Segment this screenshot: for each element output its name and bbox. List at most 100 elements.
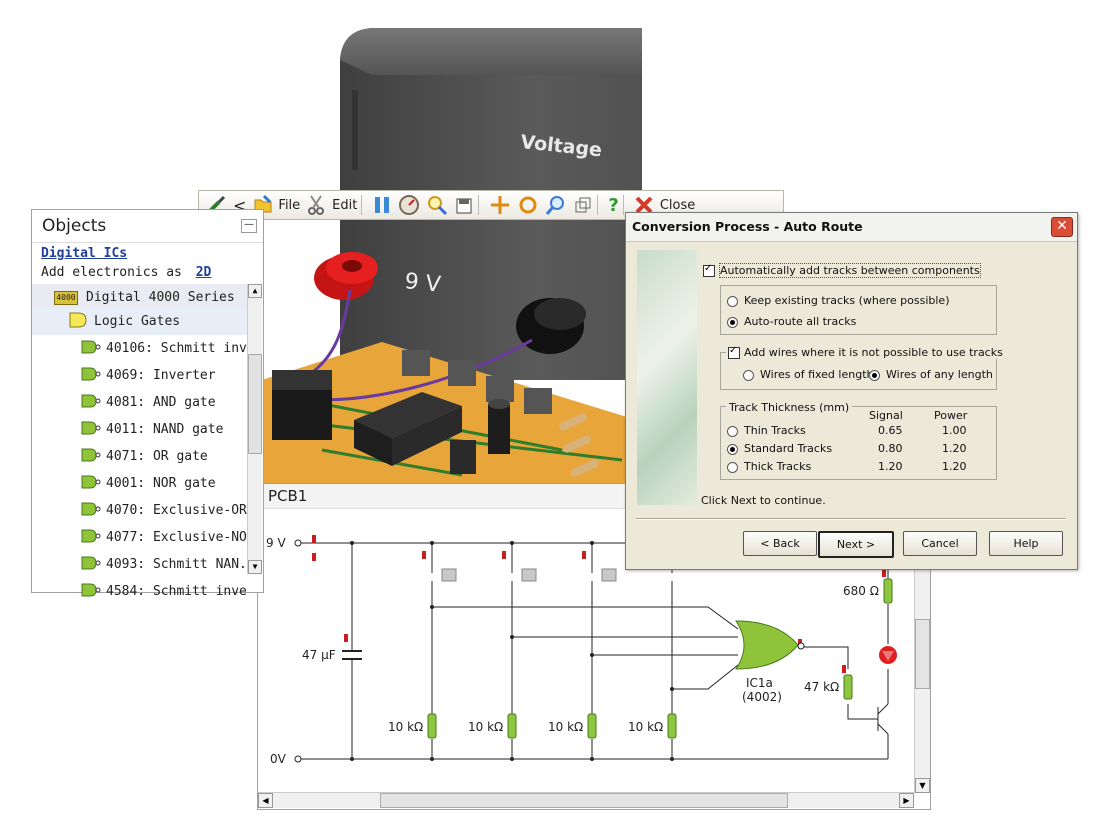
ground-label: 0V (270, 752, 287, 766)
dialog-divider (636, 518, 1066, 520)
push-button-3 (486, 376, 514, 402)
thickness-group (720, 406, 997, 480)
list-item[interactable]: 40106: Schmitt inv... (32, 335, 248, 362)
section-title-digital-ics[interactable]: Digital ICs (41, 246, 128, 261)
any-length-option[interactable]: Wires of any length (869, 368, 993, 381)
list-item[interactable]: 4071: OR gate (32, 443, 248, 470)
close-icon (635, 196, 653, 214)
objects-title: Objects (42, 216, 107, 236)
thickness-radio[interactable] (727, 425, 738, 437)
move-icon[interactable] (489, 193, 511, 217)
gate-label: 4093: Schmitt NAN... (106, 557, 248, 572)
auto-add-label: Automatically add tracks between compone… (719, 263, 981, 278)
dialog-close-button[interactable]: ✕ (1051, 217, 1073, 237)
scroll-down-icon[interactable]: ▼ (915, 778, 930, 793)
meter-icon[interactable] (398, 193, 420, 217)
edit-button[interactable]: Edit (306, 193, 357, 217)
toolbar-divider (478, 195, 480, 215)
category-label: Logic Gates (94, 314, 181, 329)
thickness-radio[interactable] (727, 443, 738, 455)
r-led-label: 680 Ω (843, 584, 879, 598)
scroll-up-icon[interactable]: ▲ (248, 284, 262, 298)
add-as-row: Add electronics as 2D (41, 265, 211, 280)
r1-label: 10 kΩ (388, 720, 423, 734)
tree-item-logic-gates[interactable]: Logic Gates (32, 308, 248, 335)
add-wires-row[interactable]: Add wires where it is not possible to us… (726, 345, 1005, 359)
auto-add-checkbox[interactable] (703, 263, 715, 277)
pcb-vertical-scrollbar[interactable]: ▼ (914, 509, 930, 793)
rotate-icon[interactable] (517, 193, 539, 217)
col-signal: Signal (869, 409, 903, 422)
tree-item-digital-4000-series[interactable]: 4000 Digital 4000 Series (32, 284, 248, 311)
logic-gate-icon (66, 310, 90, 334)
logic-gate-icon (78, 472, 102, 496)
toolbar-divider (622, 195, 624, 215)
pcb-horizontal-scrollbar[interactable]: ◀ ▶ (258, 792, 914, 808)
chip-icon: 4000 (54, 290, 78, 305)
schematic-canvas[interactable]: 9 V 0V 47 µF 10 kΩ 10 kΩ 10 kΩ 10 kΩ 680… (258, 509, 916, 791)
minimize-button[interactable]: — (241, 219, 257, 233)
edit-label: Edit (332, 197, 358, 213)
scroll-right-icon[interactable]: ▶ (899, 793, 914, 808)
pcb-vscroll-thumb[interactable] (915, 619, 930, 689)
save-icon[interactable] (454, 193, 474, 217)
help-button[interactable]: Help (989, 531, 1063, 556)
close-button[interactable]: Close (634, 193, 695, 217)
pcb-hscroll-thumb[interactable] (380, 793, 788, 808)
list-item[interactable]: 4077: Exclusive-NO... (32, 524, 248, 551)
add-as-2d-link[interactable]: 2D (195, 265, 212, 280)
list-item[interactable]: 4070: Exclusive-OR... (32, 497, 248, 524)
logic-gate-icon (78, 337, 102, 361)
gate-label: 40106: Schmitt inv... (106, 341, 248, 356)
keep-existing-option[interactable]: Keep existing tracks (where possible) (727, 294, 950, 307)
fixed-length-option[interactable]: Wires of fixed length (743, 368, 873, 381)
fixed-length-radio[interactable] (743, 369, 754, 381)
list-item[interactable]: 4001: NOR gate (32, 470, 248, 497)
auto-route-radio[interactable] (727, 316, 738, 328)
thickness-option[interactable]: Standard Tracks (727, 442, 832, 455)
logic-gate-icon (78, 580, 102, 604)
nor-gate-ic1a (735, 620, 799, 670)
thickness-radio[interactable] (727, 461, 738, 473)
auto-route-dialog: Conversion Process - Auto Route ✕ Automa… (625, 212, 1078, 570)
list-item[interactable]: 4069: Inverter (32, 362, 248, 389)
auto-add-row[interactable]: Automatically add tracks between compone… (703, 263, 981, 278)
resistor-10k-3 (587, 713, 597, 739)
cube-icon[interactable] (573, 193, 593, 217)
next-button[interactable]: Next > (818, 531, 894, 558)
add-wires-checkbox[interactable] (728, 345, 740, 359)
led (879, 646, 897, 664)
keep-existing-radio[interactable] (727, 295, 738, 307)
logic-gate-icon (78, 445, 102, 469)
fixed-length-label: Wires of fixed length (760, 368, 874, 381)
toolbar-divider (361, 195, 363, 215)
scroll-thumb[interactable] (248, 354, 262, 454)
board-3d-illustration: Voltage 9 V (262, 28, 642, 490)
list-item[interactable]: 4093: Schmitt NAN... (32, 551, 248, 578)
list-item[interactable]: 4584: Schmitt inve... (32, 578, 248, 605)
list-item[interactable]: 4011: NAND gate (32, 416, 248, 443)
search-icon[interactable] (545, 193, 567, 217)
cancel-button[interactable]: Cancel (903, 531, 977, 556)
list-item[interactable]: 4081: AND gate (32, 389, 248, 416)
scroll-down-icon[interactable]: ▼ (248, 560, 262, 574)
any-length-radio[interactable] (869, 369, 880, 381)
thickness-option[interactable]: Thin Tracks (727, 424, 806, 437)
zoom-in-icon[interactable] (426, 193, 448, 217)
gate-label: 4070: Exclusive-OR... (106, 503, 248, 518)
gate-label: 4001: NOR gate (106, 476, 216, 491)
back-button[interactable]: < Back (743, 531, 817, 556)
objects-scrollbar[interactable]: ▲ ▼ (247, 284, 262, 574)
scroll-left-icon[interactable]: ◀ (258, 793, 273, 808)
thickness-option[interactable]: Thick Tracks (727, 460, 811, 473)
pcb-panel: PCB1 (257, 483, 931, 810)
auto-route-option[interactable]: Auto-route all tracks (727, 315, 856, 328)
help-icon[interactable]: ? (608, 194, 619, 216)
pause-icon[interactable] (372, 193, 392, 217)
objects-panel: Objects — Digital ICs Add electronics as… (31, 209, 264, 599)
board-3d-view[interactable]: Voltage 9 V (262, 20, 642, 490)
col-power: Power (934, 409, 968, 422)
circuit-board-side-image (637, 250, 697, 505)
thickness-power: 1.20 (942, 460, 967, 473)
r2-label: 10 kΩ (468, 720, 503, 734)
